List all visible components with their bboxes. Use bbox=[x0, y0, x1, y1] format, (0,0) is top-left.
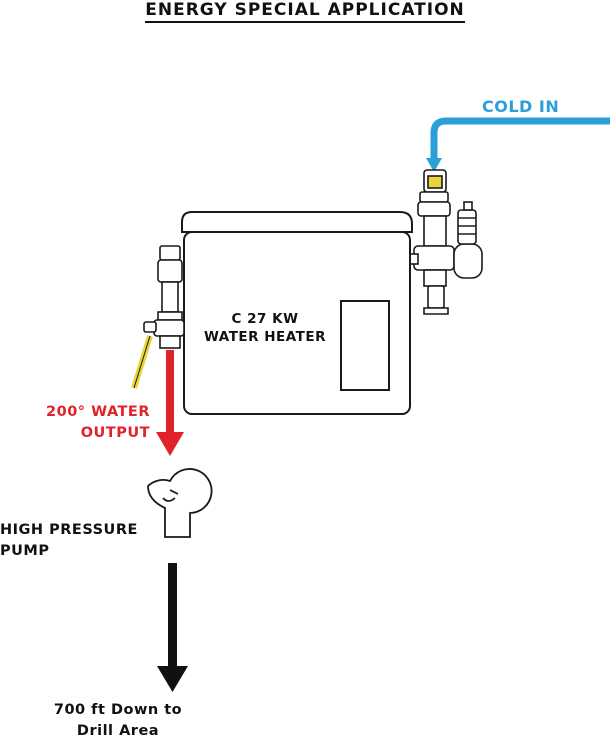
diagram-title: ENERGY SPECIAL APPLICATION bbox=[0, 0, 610, 23]
cold-in-label: COLD IN bbox=[482, 97, 560, 116]
hot-output-label: 200° WATER OUTPUT bbox=[30, 402, 150, 444]
hot-water-arrow bbox=[156, 350, 184, 456]
inlet-valve-handle-icon bbox=[427, 175, 443, 189]
water-heater-label-line1: C 27 KW bbox=[231, 311, 299, 327]
drill-arrowhead-icon bbox=[157, 666, 188, 692]
pump-label-line2: PUMP bbox=[0, 543, 50, 559]
pump-label-line1: HIGH PRESSURE bbox=[0, 522, 138, 538]
water-heater-label-line2: WATER HEATER bbox=[204, 329, 326, 345]
hot-output-label-line2: OUTPUT bbox=[80, 425, 150, 441]
water-heater-unit bbox=[181, 211, 413, 415]
cold-in-arrowhead-icon bbox=[426, 158, 442, 172]
outlet-valve-assembly bbox=[131, 245, 185, 389]
drill-label-line2: Drill Area bbox=[76, 723, 160, 739]
water-heater-display-panel bbox=[340, 300, 390, 391]
drill-arrow bbox=[157, 563, 188, 692]
inlet-valve-assembly bbox=[409, 169, 483, 315]
hot-output-label-line1: 200° WATER bbox=[46, 404, 150, 420]
drill-label-line1: 700 ft Down to bbox=[53, 702, 183, 718]
pump-label: HIGH PRESSURE PUMP bbox=[0, 520, 138, 562]
pump-icon bbox=[147, 468, 213, 538]
cold-in-pipe bbox=[426, 117, 610, 172]
drill-label: 700 ft Down to Drill Area bbox=[38, 700, 198, 742]
hot-water-arrowhead-icon bbox=[156, 432, 184, 456]
water-heater-label: C 27 KW WATER HEATER bbox=[200, 310, 330, 346]
